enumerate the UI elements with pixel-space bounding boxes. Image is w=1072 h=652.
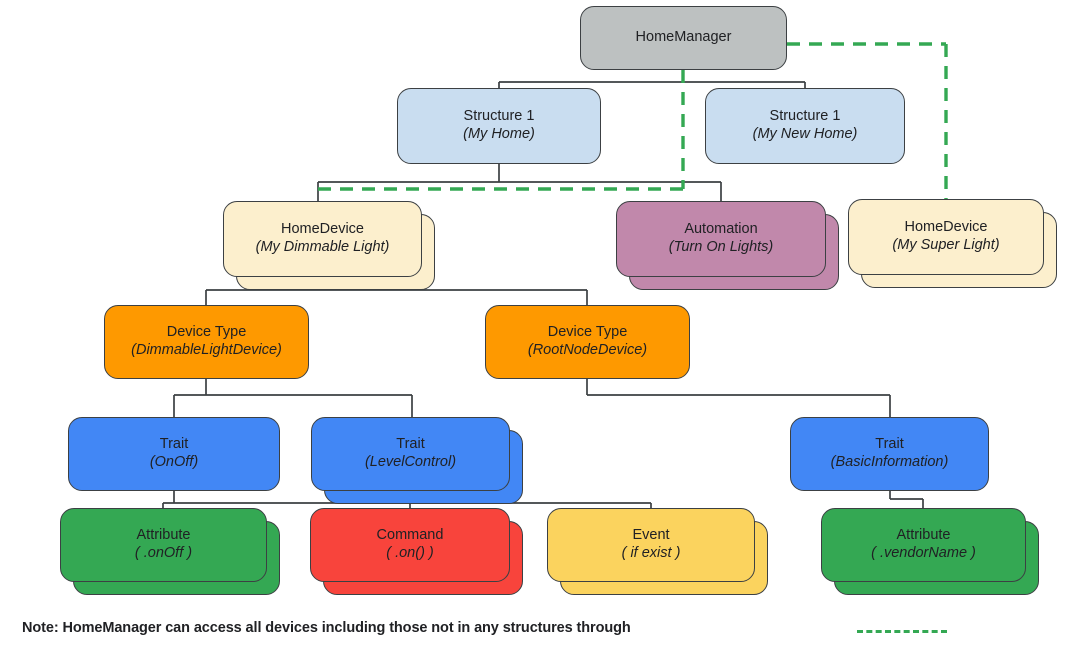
automation-turn-on-lights-node-type-label: Automation: [684, 221, 758, 238]
home-manager-node[interactable]: HomeManager: [580, 6, 787, 70]
structure-my-home-node[interactable]: Structure 1(My Home): [397, 88, 601, 164]
wire-home-manager-to-structures: [498, 70, 806, 88]
command-on-node-type-label: Command: [376, 527, 444, 544]
command-on-node-instance-label: ( .on() ): [386, 545, 434, 561]
command-on-node[interactable]: Command( .on() ): [310, 508, 510, 582]
attribute-vendor-name-node-type-label: Attribute: [896, 527, 951, 544]
note-text: Note: HomeManager can access all devices…: [22, 620, 631, 636]
trait-on-off-node-type-label: Trait: [159, 436, 189, 453]
home-device-my-super-light-node-type-label: HomeDevice: [904, 219, 988, 236]
wire-my-home-to-children: [317, 164, 722, 201]
home-device-my-dimmable-light-node-instance-label: (My Dimmable Light): [255, 239, 390, 255]
trait-level-control-node-type-label: Trait: [396, 436, 425, 453]
device-type-root-node-device-node-type-label: Device Type: [547, 324, 628, 341]
home-manager-node-type-label: HomeManager: [635, 29, 732, 46]
device-type-dimmable-light-device-node-type-label: Device Type: [166, 324, 247, 341]
attribute-vendor-name-node-instance-label: ( .vendorName ): [871, 545, 976, 561]
home-device-my-dimmable-light-node-type-label: HomeDevice: [281, 221, 364, 238]
wire-basic-trait-to-attribute: [889, 491, 924, 508]
event-if-exist-node[interactable]: Event( if exist ): [547, 508, 755, 582]
trait-basic-information-node-instance-label: (BasicInformation): [830, 454, 949, 470]
structure-my-new-home-node[interactable]: Structure 1(My New Home): [705, 88, 905, 164]
home-device-my-super-light-node[interactable]: HomeDevice(My Super Light): [848, 199, 1044, 275]
attribute-on-off-node[interactable]: Attribute( .onOff ): [60, 508, 267, 582]
trait-on-off-node[interactable]: Trait(OnOff): [68, 417, 280, 491]
trait-basic-information-node-type-label: Trait: [875, 436, 904, 453]
device-type-root-node-device-node[interactable]: Device Type(RootNodeDevice): [485, 305, 690, 379]
device-type-dimmable-light-device-node-instance-label: (DimmableLightDevice): [131, 342, 282, 358]
trait-level-control-node-instance-label: (LevelControl): [364, 454, 457, 470]
structure-my-new-home-node-type-label: Structure 1: [769, 108, 841, 125]
structure-my-home-node-instance-label: (My Home): [463, 126, 535, 142]
home-device-my-super-light-node-instance-label: (My Super Light): [892, 237, 1000, 253]
dashed-line-legend: [857, 630, 947, 633]
event-if-exist-node-instance-label: ( if exist ): [621, 545, 681, 561]
attribute-on-off-node-instance-label: ( .onOff ): [134, 545, 193, 561]
trait-basic-information-node[interactable]: Trait(BasicInformation): [790, 417, 989, 491]
wire-rootnode-type-to-trait: [586, 379, 891, 417]
device-type-root-node-device-node-instance-label: (RootNodeDevice): [527, 342, 648, 358]
wire-dimmable-type-to-traits: [173, 379, 413, 417]
trait-level-control-node[interactable]: Trait(LevelControl): [311, 417, 510, 491]
automation-turn-on-lights-node-instance-label: (Turn On Lights): [668, 239, 774, 255]
attribute-on-off-node-type-label: Attribute: [136, 527, 191, 544]
automation-turn-on-lights-node[interactable]: Automation(Turn On Lights): [616, 201, 826, 277]
event-if-exist-node-type-label: Event: [632, 527, 670, 544]
structure-my-new-home-node-instance-label: (My New Home): [752, 126, 858, 142]
attribute-vendor-name-node[interactable]: Attribute( .vendorName ): [821, 508, 1026, 582]
trait-on-off-node-instance-label: (OnOff): [149, 454, 199, 470]
home-device-my-dimmable-light-node[interactable]: HomeDevice(My Dimmable Light): [223, 201, 422, 277]
device-type-dimmable-light-device-node[interactable]: Device Type(DimmableLightDevice): [104, 305, 309, 379]
structure-my-home-node-type-label: Structure 1: [463, 108, 535, 125]
